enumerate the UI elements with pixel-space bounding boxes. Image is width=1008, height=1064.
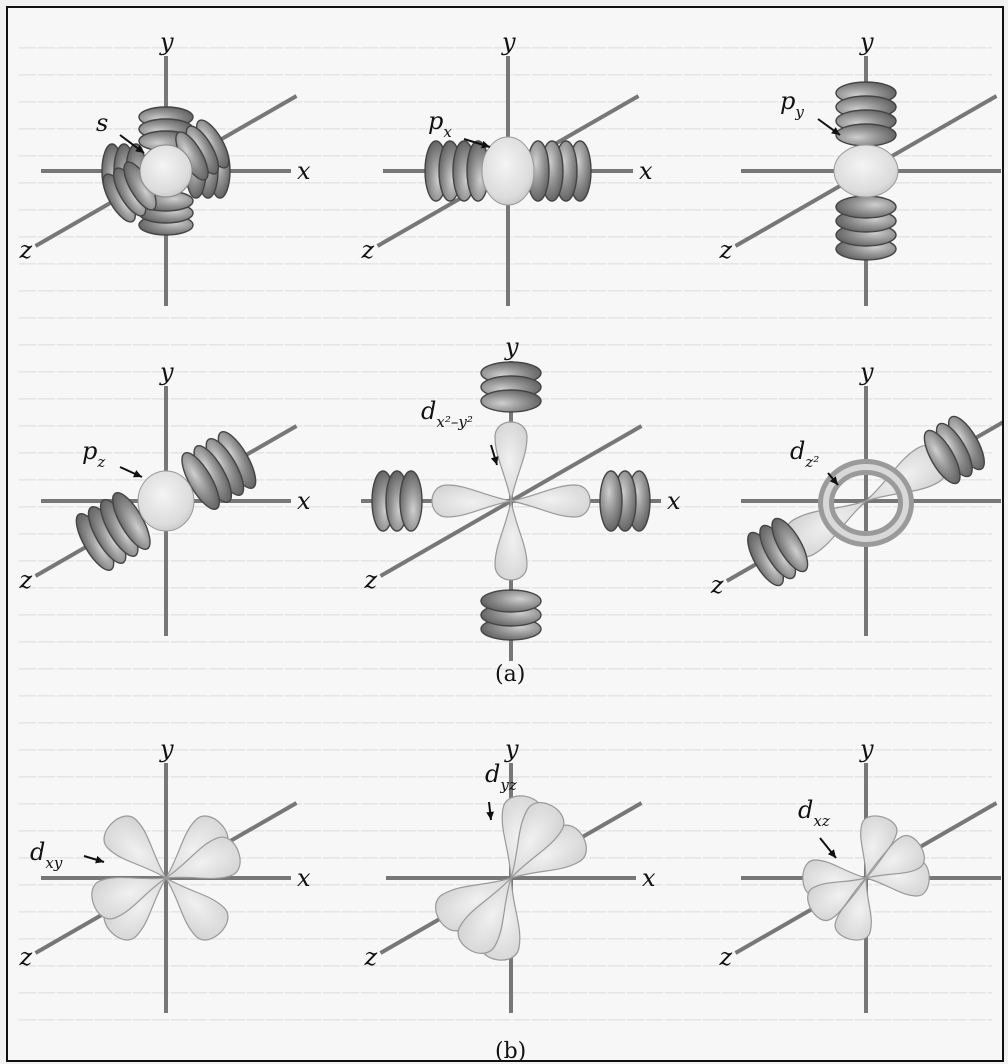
y-axis-label: y [504, 735, 519, 763]
y-axis-label: y [504, 333, 519, 361]
dx2y2-lobe-left [432, 485, 511, 517]
caption-b: (b) [495, 1039, 526, 1060]
y-axis-label: y [159, 28, 174, 56]
orbital-subscript: y [794, 103, 804, 121]
orbital-label-pz: pz [82, 437, 105, 471]
z-axis-label: z [710, 571, 724, 599]
orbital-subscript: z² [804, 453, 819, 471]
orbital-subscript: xz [813, 812, 829, 830]
orbital-label-py: py [780, 87, 804, 121]
orbital-subscript: yz [499, 776, 516, 794]
orbital-label-dxy: dxy [30, 838, 63, 872]
z-axis-label: z [19, 566, 33, 594]
dx2y2-discs-right [600, 471, 650, 531]
z-axis-label: z [719, 236, 733, 264]
orbital-label-s: s [96, 109, 108, 137]
x-axis-label: x [667, 487, 681, 515]
orbital-label-dz2: dz² [790, 437, 819, 471]
z-axis-label: z [719, 943, 733, 971]
py-lobe [836, 82, 896, 146]
dx2y2-lobe-up [495, 422, 527, 501]
z-axis-label: z [361, 236, 375, 264]
orbital-label-px: px [428, 107, 452, 141]
lobe-disc [481, 390, 541, 412]
lobe-shape [432, 485, 511, 517]
panel-dxz: xyzdxz [719, 735, 1003, 1013]
px-lobe [425, 141, 489, 201]
lobe-disc [400, 471, 422, 531]
panel-dx2y2: x y z dx²–y² [361, 333, 681, 661]
lobe-disc [836, 196, 896, 218]
x-axis-label: x [639, 157, 653, 185]
z-axis-label: z [19, 943, 33, 971]
orbital-label-dx2y2: dx²–y² [421, 397, 473, 431]
s-core [140, 145, 192, 197]
dx2y2-lobe-right [511, 485, 590, 517]
lobe-disc [600, 471, 622, 531]
y-axis-label: y [159, 735, 174, 763]
px-lobe [527, 141, 591, 201]
dx2y2-discs-left [372, 471, 422, 531]
z-axis-label: z [19, 236, 33, 264]
orbital-subscript: x²–y² [436, 413, 472, 431]
dx2y2-discs-up [481, 362, 541, 412]
x-axis-label: x [297, 487, 311, 515]
panel-py: xyzpy [719, 28, 1003, 306]
panel-dxy: xyzdxy [19, 735, 312, 1013]
lobe-disc [836, 124, 896, 146]
y-axis-label: y [859, 28, 874, 56]
x-axis-label: x [297, 864, 311, 892]
y-axis-label: y [501, 28, 516, 56]
lobe-shape [495, 501, 527, 580]
lobe-shape [495, 422, 527, 501]
figure-frame: ————————————————————————————————————————… [6, 6, 1004, 1062]
z-axis-label: z [364, 943, 378, 971]
dx2y2-discs-down [481, 590, 541, 640]
z-axis-label: z [364, 566, 378, 594]
orbital-subscript: xy [45, 854, 62, 872]
py-lobe [836, 196, 896, 260]
caption-a: (a) [495, 662, 525, 687]
lobe-disc [481, 590, 541, 612]
panel-dz2: xyzdz² [710, 358, 1002, 636]
orbital-subscript: z [96, 453, 105, 471]
y-axis-label: y [159, 358, 174, 386]
pz-core [138, 471, 194, 531]
x-axis-label: x [297, 157, 311, 185]
x-axis-label: x [642, 864, 656, 892]
lobe-shape [511, 485, 590, 517]
dx2y2-lobe-down [495, 501, 527, 580]
panel-s: x y z s [19, 28, 312, 306]
py-core [834, 145, 898, 197]
orbital-subscript: x [443, 123, 452, 141]
orbital-label-dxz: dxz [798, 796, 830, 830]
y-axis-label: y [859, 358, 874, 386]
y-axis-label: y [859, 735, 874, 763]
panel-px: x y z px [361, 28, 654, 306]
